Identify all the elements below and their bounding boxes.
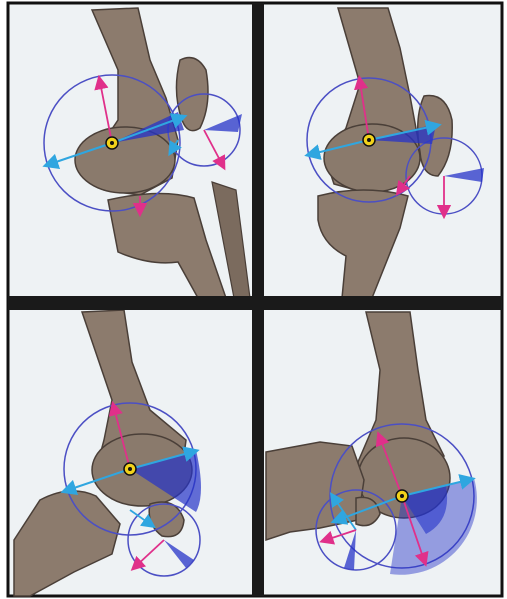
center-dot — [400, 494, 404, 498]
center-dot — [128, 467, 132, 471]
center-dot — [110, 141, 114, 145]
center-dot — [367, 138, 371, 142]
horizontal-divider — [8, 296, 502, 310]
